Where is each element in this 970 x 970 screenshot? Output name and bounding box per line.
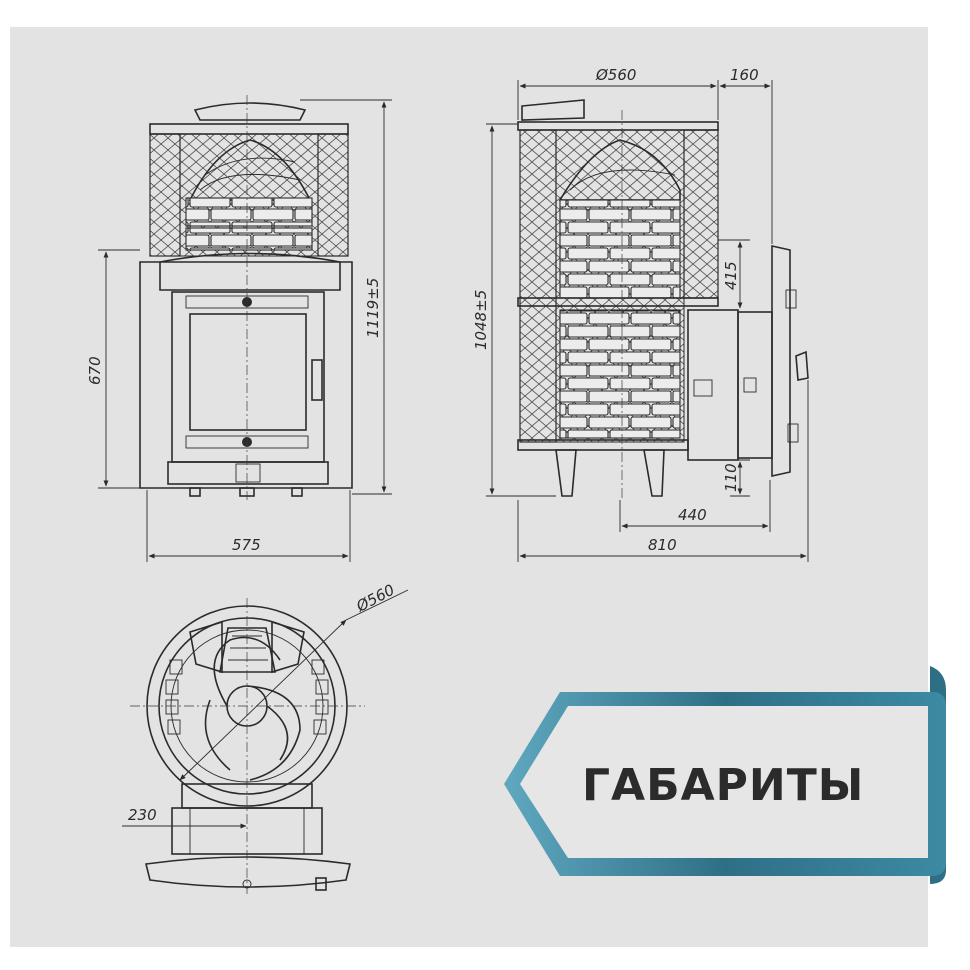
front-total-height-label: 1119±5 (364, 278, 382, 338)
top-diameter-label: Ø560 (353, 581, 398, 616)
side-tunnel-height-label: 110 (722, 463, 740, 492)
front-door-height-label: 670 (86, 356, 104, 385)
top-view: Ø560 230 (122, 581, 409, 894)
banner-title: ГАБАРИТЫ (582, 760, 864, 811)
side-tunnel-length-label: 440 (678, 506, 707, 524)
side-view: Ø560 160 1048±5 415 110 440 810 (472, 66, 809, 562)
side-door-depth-label: 160 (730, 66, 759, 84)
side-total-depth-label: 810 (648, 536, 677, 554)
front-width-label: 575 (232, 536, 261, 554)
top-tunnel-width-label: 230 (128, 806, 157, 824)
side-diameter-label: Ø560 (595, 66, 636, 84)
front-view: 575 670 1119±5 (86, 95, 392, 562)
title-banner: ГАБАРИТЫ (504, 666, 946, 884)
side-height-label: 1048±5 (472, 290, 490, 350)
side-mid-height-label: 415 (722, 261, 740, 290)
